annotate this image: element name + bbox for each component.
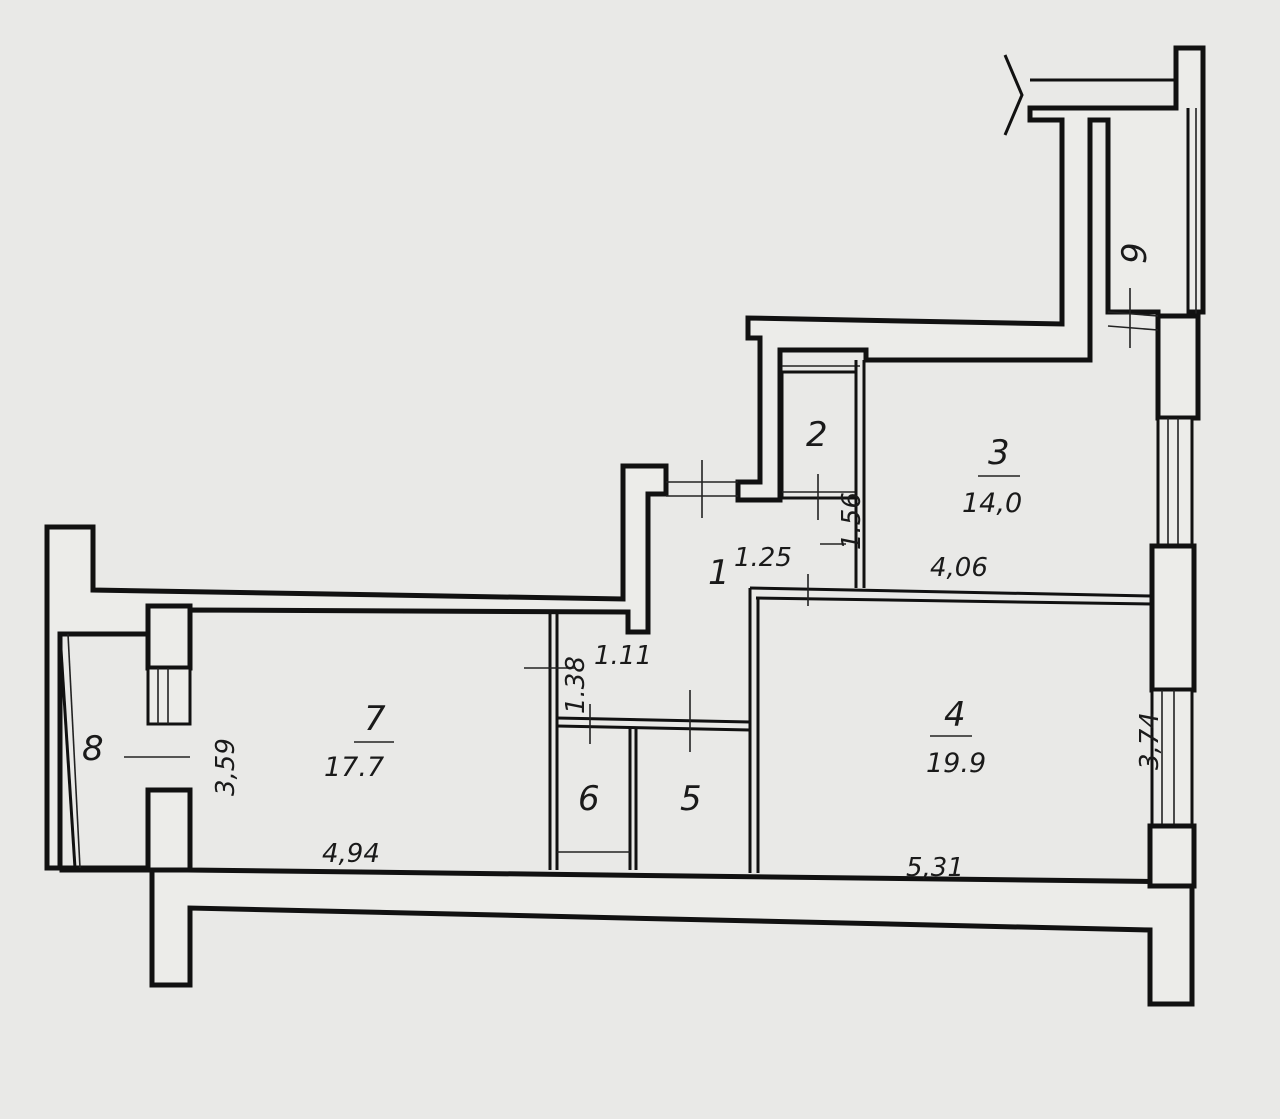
dim-5-31: 5,31 (906, 853, 964, 883)
room-4-number: 4 (944, 695, 966, 735)
partition-7-1 (548, 614, 559, 870)
room-9-number: 9 (1115, 242, 1155, 264)
bottom-exterior-wall (59, 865, 1195, 1007)
dim-1-56: 1.56 (837, 492, 867, 550)
room-7-area: 17.7 (324, 752, 384, 783)
dim-3-74: 3,74 (1135, 712, 1165, 770)
right-pier-2 (1149, 543, 1197, 693)
room-3-area: 14,0 (962, 488, 1022, 519)
door-3-9-line-a (1107, 311, 1159, 317)
room-8-number: 8 (82, 729, 104, 769)
dim-3-59: 3,59 (211, 738, 241, 796)
window-room-4 (1150, 688, 1194, 828)
wall-8-7-upper (145, 603, 193, 671)
partition-2-3 (854, 360, 866, 588)
partition-corridor-5-6 (556, 716, 751, 732)
door-3-9-line-b (1107, 325, 1159, 331)
dim-1-38: 1.38 (561, 656, 591, 714)
partition-3-4 (749, 586, 1153, 606)
dim-4-94: 4,94 (322, 839, 380, 869)
room-3-number: 3 (988, 433, 1010, 473)
partition-6-5 (628, 728, 638, 870)
room-4-area: 19.9 (926, 748, 986, 779)
room-7-number: 7 (364, 699, 386, 739)
room-2-number: 2 (806, 415, 828, 455)
right-pier-1 (1155, 313, 1201, 421)
balcony-8-rail-inner (67, 633, 81, 869)
dim-1-25: 1.25 (734, 543, 792, 573)
window-room-3 (1156, 416, 1194, 548)
wall-break-mark (1003, 54, 1024, 136)
wall-8-7-lower (145, 787, 193, 873)
room-5-number: 5 (680, 779, 702, 819)
balcony-8-rail (58, 633, 77, 869)
door-8-7-frame (146, 666, 192, 726)
right-pier-3 (1147, 823, 1197, 889)
partition-1-4 (748, 588, 760, 873)
dim-1-11: 1.11 (594, 641, 652, 671)
entrance-upper-wall (735, 45, 1206, 503)
dim-4-06: 4,06 (930, 553, 988, 583)
room-1-number: 1 (708, 553, 730, 593)
room-6-number: 6 (578, 779, 600, 819)
dimension-ticks (124, 288, 1131, 758)
